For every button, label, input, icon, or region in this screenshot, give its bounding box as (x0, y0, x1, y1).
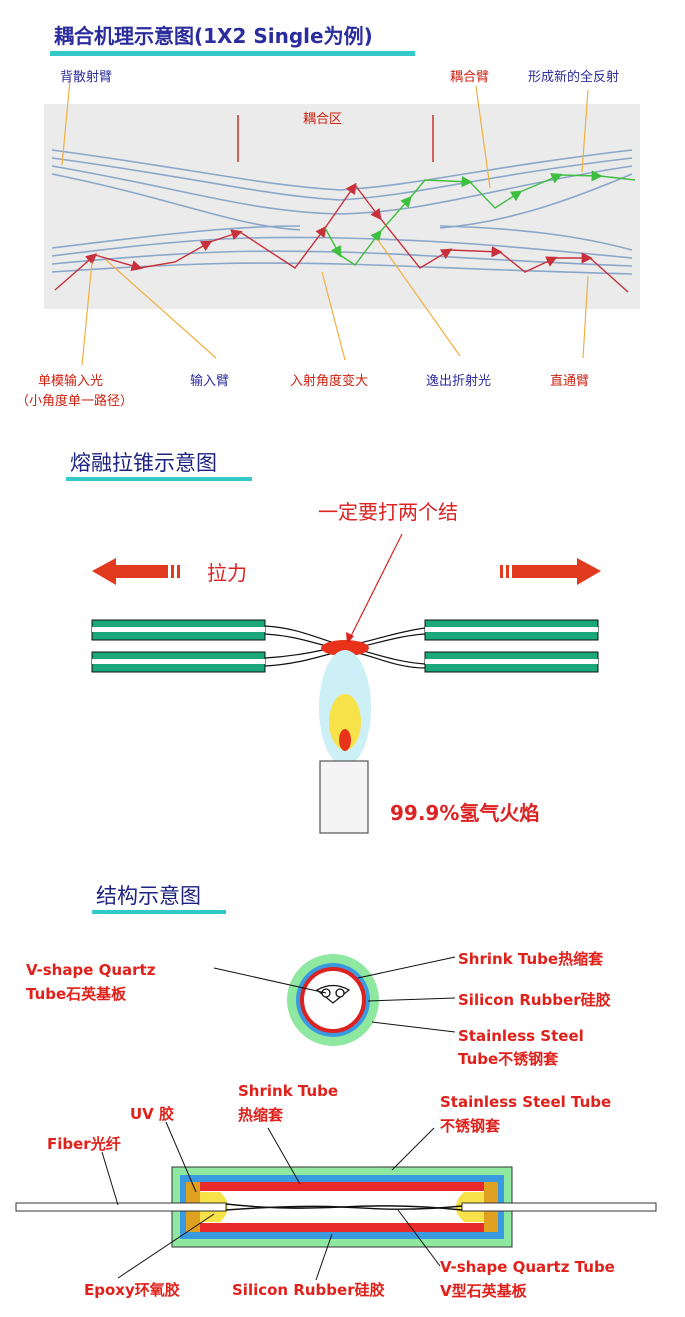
label-shrink-en: Shrink Tube (238, 1082, 339, 1100)
label-back-arm: 背散射臂 (60, 70, 113, 85)
label-stainless-en: Stainless Steel Tube (440, 1093, 612, 1111)
label-stainless-cross-2: Tube不锈钢套 (458, 1050, 559, 1068)
label-single-path-note: （小角度单一路径） (16, 394, 134, 409)
pull-arrow-left (92, 558, 180, 585)
coupling-diagram-bg (44, 104, 640, 309)
label-coupling-zone: 耦合区 (303, 112, 343, 127)
label-new-total-reflection: 形成新的全反射 (528, 70, 620, 85)
label-shrink-cn: 热缩套 (238, 1106, 284, 1124)
label-uv: UV 胶 (130, 1105, 175, 1123)
cross-leaders (213, 956, 456, 1033)
fused-taper-title: 熔融拉锥示意图 (70, 451, 217, 475)
label-silicon-cross: Silicon Rubber硅胶 (458, 991, 611, 1009)
label-flame: 99.9%氢气火焰 (390, 801, 540, 825)
label-stainless-cross-1: Stainless Steel (458, 1027, 584, 1045)
label-vshape-cross-2: Tube石英基板 (26, 985, 127, 1003)
title3-underline (92, 910, 226, 914)
label-vshape-cross-1: V-shape Quartz (26, 961, 156, 979)
fiber-right (424, 619, 599, 673)
label-input-arm: 输入臂 (190, 374, 230, 389)
longitudinal-section (15, 1166, 657, 1248)
title1-underline (50, 51, 415, 56)
label-knot-note: 一定要打两个结 (318, 500, 458, 524)
label-stainless-cn: 不锈钢套 (440, 1117, 501, 1135)
label-incidence-angle: 入射角度变大 (290, 374, 369, 389)
coupling-mechanism-title: 耦合机理示意图(1X2 Single为例) (54, 24, 373, 48)
label-pull-force: 拉力 (207, 561, 247, 585)
burner (319, 760, 369, 834)
label-epoxy: Epoxy环氧胶 (84, 1281, 180, 1299)
label-fiber: Fiber光纤 (47, 1135, 121, 1153)
label-silicon-long: Silicon Rubber硅胶 (232, 1281, 385, 1299)
label-refracted-escape: 逸出折射光 (426, 374, 492, 389)
cross-section (287, 954, 379, 1046)
fiber-left (91, 619, 266, 673)
pull-arrow-right (500, 558, 601, 585)
leader-lines-1 (61, 79, 589, 366)
longitudinal-leaders (101, 1121, 441, 1281)
label-shrink-cross: Shrink Tube热缩套 (458, 950, 604, 968)
label-vshape-long-cn: V型石英基板 (440, 1282, 527, 1300)
flame-middle (329, 694, 361, 750)
green-ray (324, 170, 636, 266)
label-coupling-arm: 耦合臂 (450, 70, 490, 85)
label-single-mode-input: 单模输入光 (38, 374, 104, 389)
label-through-arm: 直通臂 (550, 374, 590, 389)
red-ray (54, 182, 629, 293)
flame-core (339, 729, 351, 751)
title2-underline (66, 477, 252, 481)
structure-title: 结构示意图 (96, 884, 201, 908)
label-vshape-long-en: V-shape Quartz Tube (440, 1258, 615, 1276)
knot-pointer (349, 533, 403, 639)
fusion-knot (321, 640, 369, 656)
